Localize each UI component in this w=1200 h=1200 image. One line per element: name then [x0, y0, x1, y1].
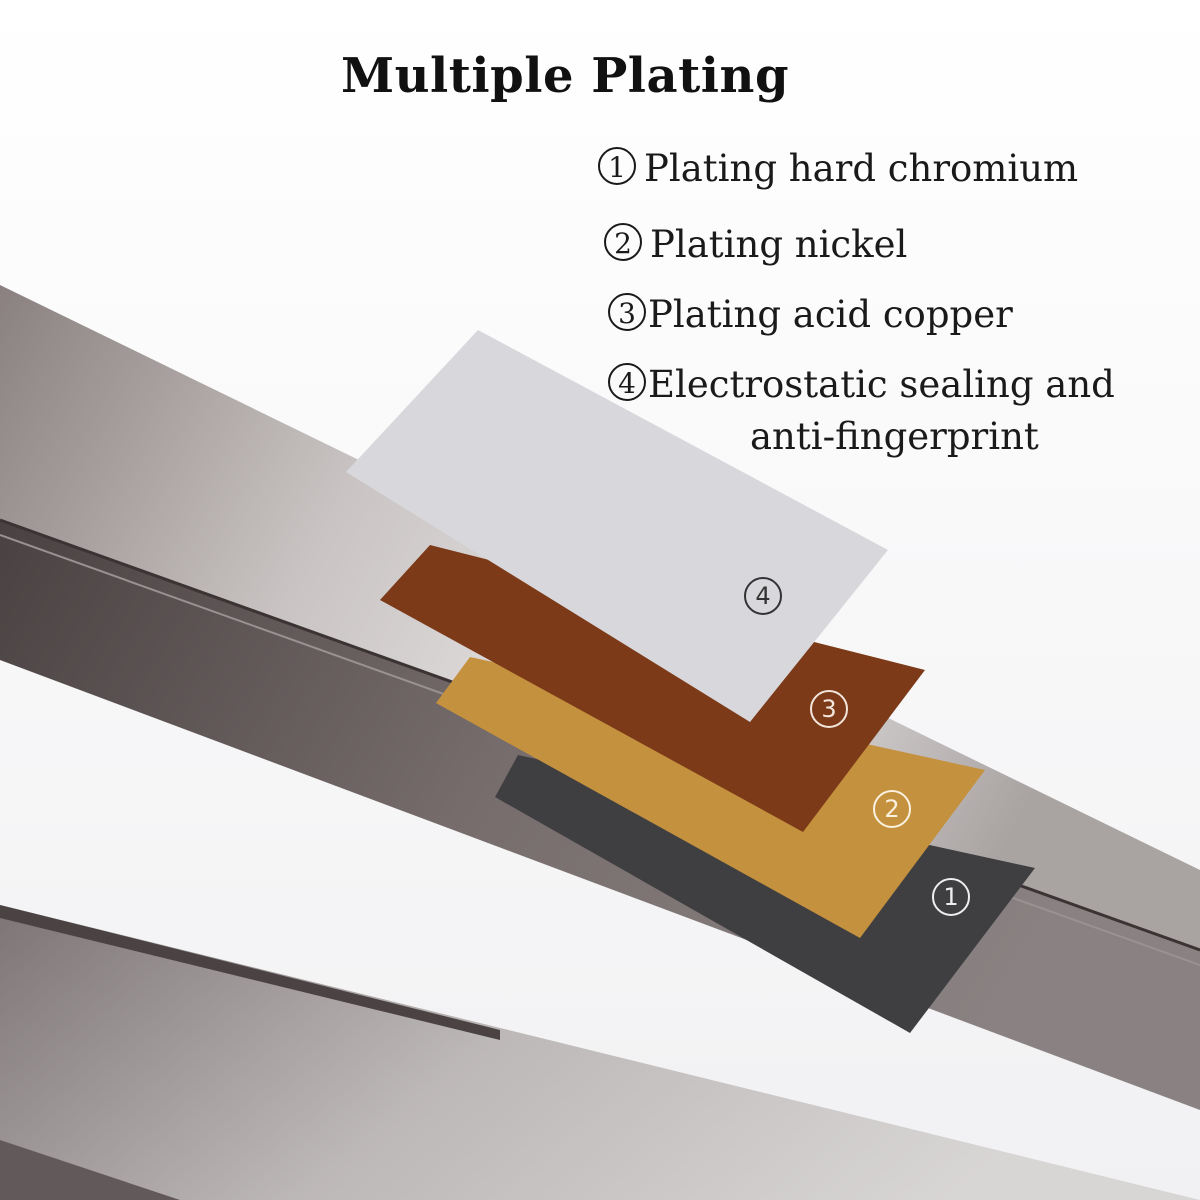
- layer-4-plate: [346, 330, 888, 722]
- lower-rail: [0, 905, 1200, 1200]
- legend-number-3: 3: [608, 293, 646, 331]
- legend-text-4-continuation: anti-fingerprint: [750, 415, 1039, 458]
- legend-number-4: 4: [608, 363, 646, 401]
- bottom-rail-edge: [0, 1140, 180, 1200]
- legend-text-1: Plating hard chromium: [644, 147, 1079, 190]
- layer-1-plate: [495, 755, 1035, 1033]
- page-title: Multiple Plating: [340, 48, 789, 104]
- layer-badge-2: 2: [873, 790, 911, 828]
- legend-number-2: 2: [604, 223, 642, 261]
- legend-text-4: Electrostatic sealing and: [648, 363, 1115, 406]
- layer-badge-3: 3: [810, 690, 848, 728]
- layer-2-plate: [436, 657, 985, 938]
- legend-text-3: Plating acid copper: [648, 293, 1013, 336]
- legend-text-2: Plating nickel: [650, 223, 908, 266]
- layer-badge-4: 4: [744, 577, 782, 615]
- legend-number-1: 1: [598, 147, 636, 185]
- layer-3-plate: [380, 545, 925, 832]
- layer-badge-1: 1: [932, 878, 970, 916]
